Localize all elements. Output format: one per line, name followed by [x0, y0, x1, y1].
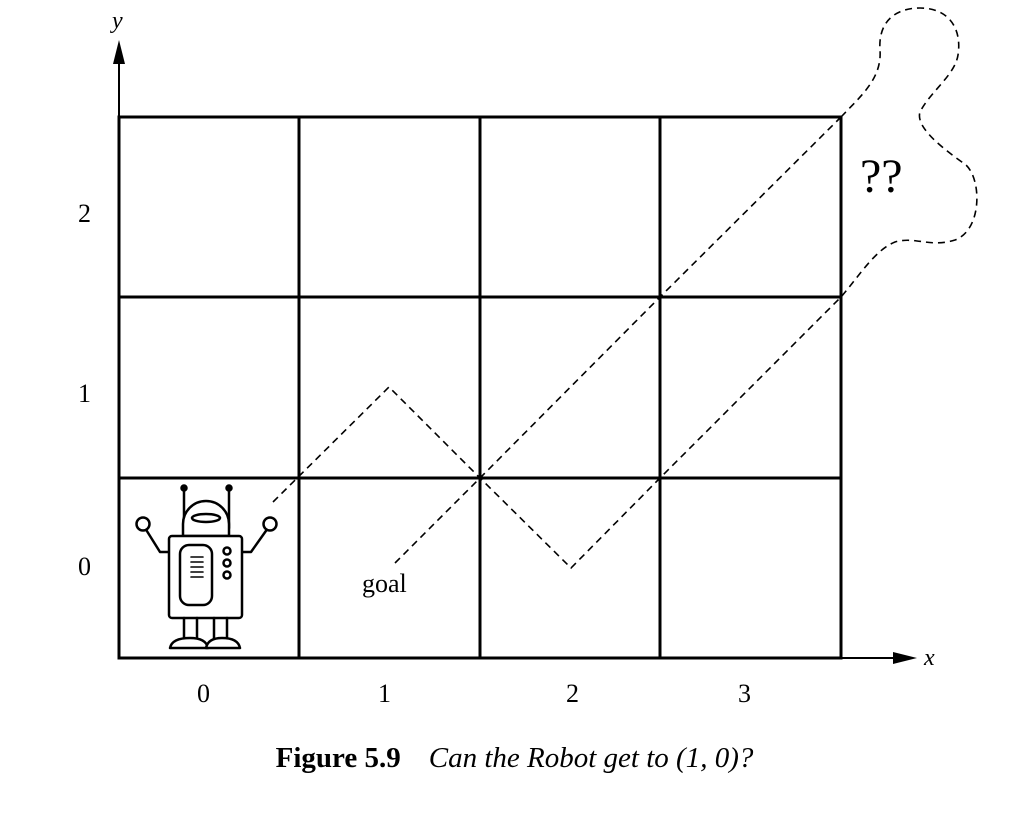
figure-number: Figure 5.9 — [275, 742, 401, 774]
robot-antenna-tip — [225, 484, 233, 492]
robot-visor — [190, 512, 222, 524]
robot-chest-lines — [190, 556, 204, 578]
unknown-region-outline — [840, 7, 978, 298]
robot-hand-right — [262, 516, 278, 532]
x-tick-label-3: 3 — [738, 679, 751, 708]
robot-arm-left — [143, 526, 171, 554]
robot-hand-left — [135, 516, 151, 532]
x-tick-label-1: 1 — [378, 679, 391, 708]
x-tick-label-0: 0 — [197, 679, 210, 708]
figure-caption-text: Can the Robot get to (1, 0)? — [428, 742, 754, 774]
unknown-label: ?? — [860, 150, 903, 203]
grid — [117, 115, 843, 660]
robot-foot-left — [168, 636, 210, 650]
robot-paths — [272, 7, 978, 570]
robot-leg-right — [212, 616, 229, 640]
y-tick-label-2: 2 — [78, 199, 91, 228]
y-tick-label-0: 0 — [78, 552, 91, 581]
figure-caption: Figure 5.9 Can the Robot get to (1, 0)? — [0, 742, 1029, 775]
x-tick-label-2: 2 — [566, 679, 579, 708]
robot-path-diagonal — [394, 116, 842, 564]
robot-button — [222, 570, 232, 580]
y-axis-arrowhead — [113, 40, 125, 64]
robot-path-zigzag — [272, 296, 842, 570]
x-axis-arrowhead — [893, 652, 917, 664]
y-axis-name: y — [110, 8, 123, 34]
robot-antenna-tip — [180, 484, 188, 492]
x-axis-name: x — [923, 645, 935, 671]
y-tick-label-1: 1 — [78, 379, 91, 408]
robot-icon — [135, 484, 278, 650]
robot-foot-right — [204, 636, 242, 650]
robot-button — [222, 546, 232, 556]
robot-arm-right — [240, 526, 270, 554]
robot-leg-left — [182, 616, 199, 640]
robot-button — [222, 558, 232, 568]
goal-label: goal — [362, 569, 407, 598]
robot-chest-panel — [178, 543, 214, 607]
